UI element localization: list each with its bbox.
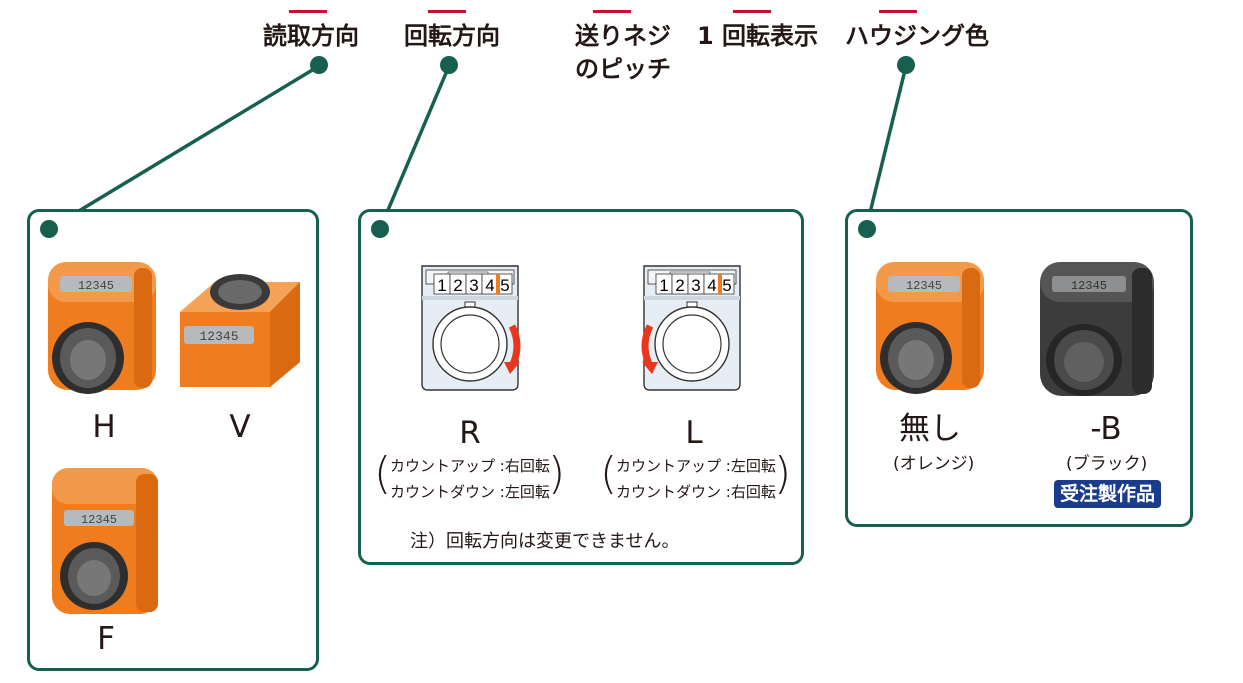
counter-digits: 12345 bbox=[78, 279, 114, 293]
svg-text:4: 4 bbox=[707, 276, 716, 295]
close-paren: ) bbox=[548, 448, 566, 499]
counter-digits: 12345 bbox=[906, 279, 942, 293]
header-accent-bar bbox=[289, 10, 327, 13]
leader-dot bbox=[440, 56, 458, 74]
label-h: H bbox=[92, 409, 116, 445]
header-per-revolution: 1 回転表示 bbox=[697, 10, 818, 53]
counter-digits: 12345 bbox=[1071, 279, 1107, 293]
l-count-up-text: カウントアップ :左回転 bbox=[616, 457, 776, 475]
r-count-down-text: カウントダウン :左回転 bbox=[390, 483, 550, 501]
black-housing-image: 12345 bbox=[1040, 262, 1154, 396]
r-count-up-text: カウントアップ :右回転 bbox=[390, 457, 550, 475]
orange-sublabel: (オレンジ) bbox=[893, 454, 975, 474]
svg-text:2: 2 bbox=[675, 276, 684, 295]
svg-text:1: 1 bbox=[659, 276, 668, 295]
box-corner-dot bbox=[40, 220, 58, 238]
counter-digits: 12345 bbox=[199, 329, 238, 344]
svg-text:5: 5 bbox=[722, 276, 731, 295]
orange-housing-image: 12345 bbox=[876, 262, 984, 394]
leader-line-rotation bbox=[378, 65, 451, 230]
box-corner-dot bbox=[858, 220, 876, 238]
l-count-down-text: カウントダウン :右回転 bbox=[616, 483, 776, 501]
rotation-note: 注）回転方向は変更できません。 bbox=[410, 531, 680, 552]
header-accent-bar bbox=[879, 10, 917, 13]
box-corner-dot bbox=[371, 220, 389, 238]
svg-text:2: 2 bbox=[453, 276, 462, 295]
svg-text:4: 4 bbox=[485, 276, 494, 295]
label-r: R bbox=[459, 415, 481, 451]
label-l: L bbox=[685, 415, 703, 451]
leader-dot bbox=[310, 56, 328, 74]
svg-text:1: 1 bbox=[437, 276, 446, 295]
svg-text:3: 3 bbox=[469, 276, 478, 295]
f-type-indicator-image: 12345 bbox=[52, 468, 158, 614]
header-accent-bar bbox=[733, 10, 771, 13]
v-type-indicator-image: 12345 bbox=[180, 274, 300, 387]
header-rotation-direction: 回転方向 bbox=[404, 10, 500, 53]
h-type-indicator-image: 12345 bbox=[48, 262, 156, 394]
counter-digits: 12345 bbox=[81, 513, 117, 527]
header-accent-bar bbox=[428, 10, 466, 13]
open-paren: ( bbox=[374, 448, 392, 499]
made-to-order-badge: 受注製作品 bbox=[1054, 480, 1162, 508]
header-housing-color: ハウジング色 bbox=[845, 10, 989, 53]
open-paren: ( bbox=[600, 448, 618, 499]
label-v: V bbox=[229, 409, 251, 445]
label-b: -B bbox=[1090, 411, 1122, 447]
leader-line-color bbox=[864, 65, 908, 230]
leader-dot bbox=[897, 56, 915, 74]
header-screw-pitch: 送りネジ のピッチ bbox=[575, 10, 671, 86]
black-sublabel: (ブラック) bbox=[1066, 454, 1148, 474]
svg-text:5: 5 bbox=[500, 276, 509, 295]
close-paren: ) bbox=[774, 448, 792, 499]
header-accent-bar bbox=[593, 10, 631, 13]
leader-line-reading bbox=[48, 64, 320, 231]
label-f: F bbox=[97, 621, 115, 657]
header-reading-direction: 読取方向 bbox=[263, 10, 359, 53]
l-rotation-diagram: 1 2 3 4 5 bbox=[641, 265, 741, 391]
r-counter-digits: 1 2 3 4 5 bbox=[433, 273, 513, 295]
label-none: 無し bbox=[899, 411, 961, 447]
svg-text:3: 3 bbox=[691, 276, 700, 295]
r-rotation-diagram: 1 2 3 4 5 bbox=[421, 265, 521, 391]
l-counter-digits: 1 2 3 4 5 bbox=[655, 273, 735, 295]
